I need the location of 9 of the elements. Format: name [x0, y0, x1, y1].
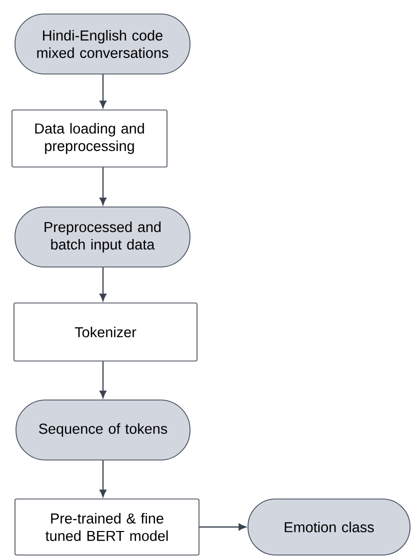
arrow: [100, 74, 106, 108]
process-box: Pre-trained & fine tuned BERT model: [14, 498, 200, 556]
arrow: [100, 460, 106, 498]
arrow: [199, 524, 246, 530]
arrow: [100, 167, 106, 206]
arrow: [100, 361, 106, 398]
process-box: Tokenizer: [14, 302, 198, 362]
arrow: [100, 267, 106, 302]
process-box: Data loading and preprocessing: [12, 110, 168, 168]
